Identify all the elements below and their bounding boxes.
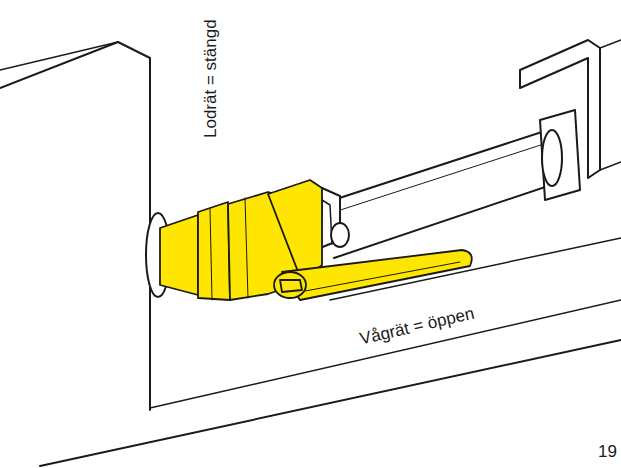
right-clamp (540, 110, 580, 200)
floor-line (40, 340, 621, 466)
bracket-edge (600, 40, 621, 170)
pipe-end-ring (542, 130, 562, 186)
housing-edge (0, 42, 118, 70)
housing-box (0, 42, 150, 410)
page-number: 19 (598, 442, 617, 462)
base-line (150, 300, 621, 408)
ball-valve (160, 180, 472, 300)
state-label: Lodrät = stängd (201, 19, 221, 138)
clamp-bolt (331, 223, 349, 247)
pipe-highlight (325, 142, 550, 215)
pipe (318, 130, 560, 258)
state-label: Vågrät = öppen (358, 304, 476, 350)
